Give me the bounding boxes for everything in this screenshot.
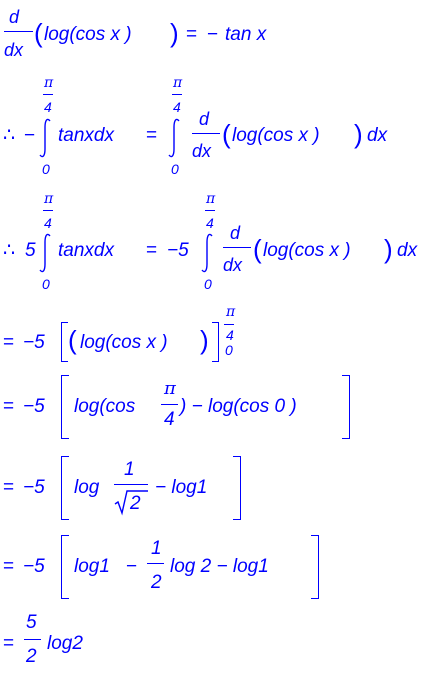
upper-limit-four: 4 [44,215,52,231]
upper-limit-four: 4 [44,99,52,115]
frac-numerator: 1 [124,459,135,480]
fraction-bar [114,484,148,485]
equals-sign: = [3,477,15,498]
left-paren: ( [68,325,77,355]
upper-limit-pi: π [173,75,183,91]
fraction-bar [4,31,33,32]
right-paren: ) [200,325,209,355]
expression: ) − log(cos 0 ) [180,396,297,417]
upper-limit-four: 4 [206,215,214,231]
frac-numerator: 1 [151,538,162,559]
expression: log1 [74,556,110,577]
upper-limit-four: 4 [226,327,234,343]
expression: log 2 − log1 [170,556,269,577]
frac-denominator: dx [223,255,243,275]
expression: tan x [225,24,267,45]
expression: log2 [47,633,83,654]
coefficient: 5 [25,240,36,261]
right-paren: ) [384,234,393,264]
right-paren: ) [170,18,179,48]
right-paren: ) [354,119,363,149]
expression: log(cos x ) [44,24,132,45]
equals-sign: = [3,556,15,577]
minus-sign: − [207,24,219,45]
equals-sign: = [186,24,198,45]
radicand: 2 [130,493,141,514]
expression: log(cos x ) [80,332,168,353]
equals-sign: = [3,633,15,654]
coefficient: −5 [167,240,189,261]
expression: log(cos x ) [232,125,320,146]
left-bracket [61,375,69,439]
sqrt-sign [114,490,148,516]
minus-sign: − [126,556,138,577]
limit-fraction-bar [172,94,182,95]
left-bracket [61,456,69,520]
frac-denominator: 2 [26,646,37,667]
coefficient: −5 [23,396,45,417]
upper-limit-pi: π [226,304,236,320]
right-bracket [311,535,319,599]
frac-denominator: 2 [151,572,162,593]
right-bracket [212,322,219,362]
integral-sign [39,233,51,273]
expression: log(cos [74,396,136,417]
limit-fraction-bar [205,210,215,211]
frac-denominator: dx [192,141,212,161]
integral-sign [39,118,51,158]
lower-limit: 0 [225,342,233,358]
lower-limit: 0 [42,276,50,292]
integral-sign [201,233,213,273]
frac-denominator: 4 [164,409,175,430]
fraction-bar [223,247,251,248]
equals-sign: = [3,396,15,417]
fraction-bar [147,563,164,564]
right-bracket [342,375,350,439]
equals-sign: = [146,240,158,261]
frac-numerator: d [230,223,241,243]
upper-limit-pi: π [206,191,216,207]
frac-numerator: d [9,7,20,27]
left-paren: ( [34,18,43,48]
integral-sign [168,118,180,158]
lower-limit: 0 [204,276,212,292]
limit-fraction-bar [224,324,234,325]
frac-numerator: d [199,109,210,129]
frac-denominator: dx [4,40,24,60]
expression: − log1 [155,477,208,498]
differential: dx [367,125,388,146]
differential: dx [397,240,418,261]
integrand: tanxdx [58,125,114,146]
lower-limit: 0 [171,161,179,177]
coefficient: −5 [23,556,45,577]
expression: log [74,477,100,498]
integrand: tanxdx [58,240,114,261]
limit-fraction-bar [43,210,53,211]
left-bracket [61,535,69,599]
fraction-bar [161,404,178,405]
coefficient: −5 [23,332,45,353]
lower-limit: 0 [42,161,50,177]
equals-sign: = [3,332,15,353]
right-bracket [233,456,241,520]
limit-fraction-bar [43,94,53,95]
coefficient: −5 [23,477,45,498]
therefore-symbol: ∴ [3,240,16,261]
upper-limit-pi: π [44,191,54,207]
fraction-bar [24,639,41,640]
upper-limit-pi: π [44,75,54,91]
fraction-bar [192,133,220,134]
expression: log(cos x ) [263,240,351,261]
left-bracket [61,322,68,362]
frac-numerator: 5 [26,612,37,633]
upper-limit-four: 4 [173,99,181,115]
therefore-symbol: ∴ [3,125,16,146]
left-paren: ( [253,234,262,264]
minus-sign: − [24,125,36,146]
frac-numerator-pi: π [164,378,176,399]
left-paren: ( [222,119,231,149]
equals-sign: = [146,125,158,146]
